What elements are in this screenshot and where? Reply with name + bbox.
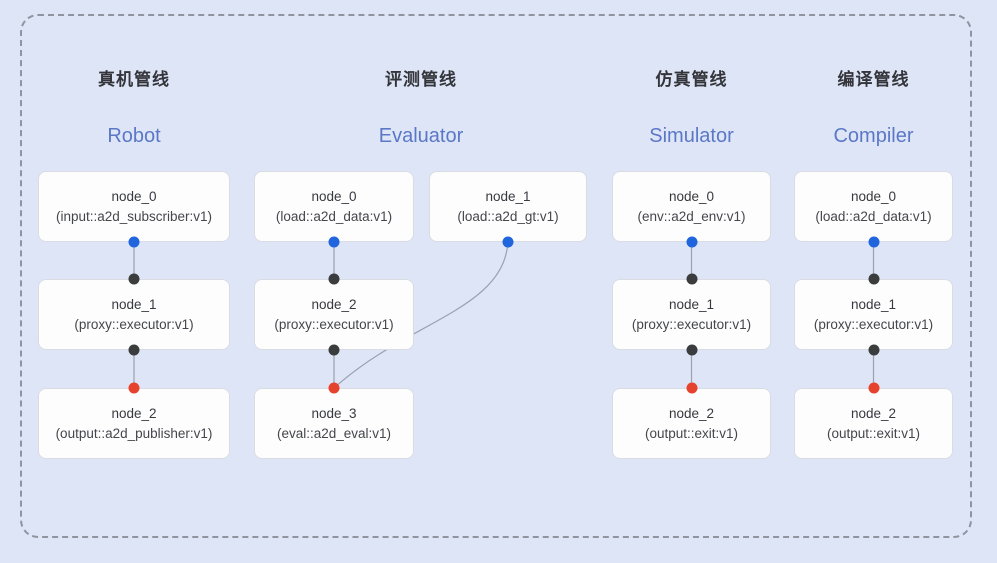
output-port-dot [868,236,879,248]
node-card-compiler-2: node_2 (output::exit:v1) [794,388,953,459]
node-type: (input::a2d_subscriber:v1) [55,208,213,224]
executor-port-dot [328,344,340,356]
sink-port-dot [868,382,879,394]
node-type: (load::a2d_data:v1) [275,208,393,224]
node-name: node_2 [311,296,357,312]
node-type: (proxy::executor:v1) [631,316,752,332]
node-card-robot-2: node_2 (output::a2d_publisher:v1) [38,388,230,459]
node-card-compiler-1: node_1 (proxy::executor:v1) [794,279,953,350]
diagram-frame [20,14,972,538]
node-name: node_1 [850,296,897,312]
node-name: node_0 [668,188,715,204]
node-card-evaluator-2: node_2 (proxy::executor:v1) [254,279,414,350]
executor-port-dot [128,344,140,356]
node-card-simulator-1: node_1 (proxy::executor:v1) [612,279,771,350]
output-port-dot [502,236,514,248]
node-card-robot-1: node_1 (proxy::executor:v1) [38,279,230,350]
pipeline-title-en-compiler: Compiler [833,125,914,147]
output-port-dot [686,236,697,248]
node-card-simulator-2: node_2 (output::exit:v1) [612,388,771,459]
node-type: (proxy::executor:v1) [813,316,934,332]
sink-port-dot [328,382,340,394]
node-type: (load::a2d_gt:v1) [457,208,559,224]
node-type: (proxy::executor:v1) [74,316,194,332]
executor-port-dot [868,273,879,285]
edge-evaluator-1-3-curve [333,241,509,389]
output-port-dot [128,236,140,248]
pipeline-title-zh-robot: 真机管线 [98,70,170,89]
node-card-robot-0: node_0 (input::a2d_subscriber:v1) [38,171,230,242]
node-card-simulator-0: node_0 (env::a2d_env:v1) [612,171,771,242]
node-card-evaluator-0: node_0 (load::a2d_data:v1) [254,171,414,242]
node-name: node_2 [668,405,715,421]
node-name: node_0 [850,188,897,204]
executor-port-dot [128,273,140,285]
node-name: node_0 [311,188,357,204]
pipeline-title-zh-evaluator: 评测管线 [385,70,457,89]
node-name: node_1 [111,296,157,312]
node-type: (output::exit:v1) [644,425,739,441]
node-name: node_0 [111,188,157,204]
executor-port-dot [328,273,340,285]
node-type: (output::exit:v1) [826,425,921,441]
pipeline-title-zh-compiler: 编译管线 [837,70,910,89]
node-name: node_1 [485,188,531,204]
node-type: (eval::a2d_eval:v1) [276,425,392,441]
node-name: node_3 [311,405,357,421]
node-type: (output::a2d_publisher:v1) [55,425,213,441]
node-name: node_1 [668,296,715,312]
node-card-evaluator-1: node_1 (load::a2d_gt:v1) [429,171,587,242]
node-name: node_2 [111,405,157,421]
executor-port-dot [686,273,697,285]
pipeline-title-en-robot: Robot [107,125,161,147]
executor-port-dot [686,344,697,356]
pipeline-title-en-simulator: Simulator [649,125,734,147]
executor-port-dot [868,344,879,356]
node-card-compiler-0: node_0 (load::a2d_data:v1) [794,171,953,242]
node-type: (proxy::executor:v1) [274,316,394,332]
pipeline-title-en-evaluator: Evaluator [378,125,464,147]
node-type: (load::a2d_data:v1) [815,208,932,224]
sink-port-dot [686,382,697,394]
sink-port-dot [128,382,140,394]
node-name: node_2 [850,405,897,421]
node-card-evaluator-3: node_3 (eval::a2d_eval:v1) [254,388,414,459]
output-port-dot [328,236,340,248]
node-type: (env::a2d_env:v1) [637,208,746,224]
pipeline-title-zh-simulator: 仿真管线 [655,70,728,89]
